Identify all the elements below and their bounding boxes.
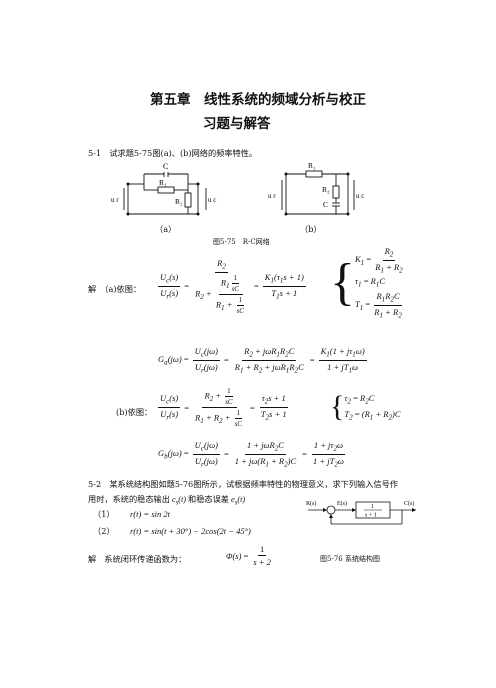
block-error-label: E(s) bbox=[337, 500, 347, 507]
chapter-title: 第五章 线性系统的频域分析与校正 bbox=[150, 92, 366, 108]
figure-5-76-caption: 图5-76 系统结构图 bbox=[320, 555, 380, 563]
parameters-b: { τ2 = R2C T2 = (R1 + R2)C bbox=[330, 390, 401, 423]
chapter-subtitle: 习题与解答 bbox=[203, 116, 271, 132]
circuit-b-ur-label: u r bbox=[268, 192, 276, 200]
figure-a-label: （a） bbox=[155, 224, 177, 234]
circuit-b-uc-label: u c bbox=[356, 192, 364, 200]
item-1-expression: r(t) = sin 2t bbox=[130, 509, 170, 519]
block-input-label: R(s) bbox=[306, 500, 316, 507]
block-diagram-5-76: R(s) E(s) 1 s + 1 C(s) bbox=[306, 500, 416, 525]
circuit-a-ur-label: u r bbox=[111, 196, 119, 204]
circuit-b-diagram: R₁ R₂ C u r u c bbox=[268, 161, 364, 216]
figure-5-75-caption: 图5-75 R-C网络 bbox=[213, 238, 270, 246]
problem-5-2-line2: 用时，系统的稳态输出 cs(t) 和稳态误差 es(t) bbox=[88, 494, 246, 507]
circuit-a-diagram: C R₁ R₂ u r u c bbox=[111, 162, 216, 216]
block-denominator: s + 1 bbox=[365, 513, 377, 519]
block-numerator: 1 bbox=[371, 504, 374, 510]
figure-b-label: （b） bbox=[300, 224, 322, 234]
circuit-a-cap-label: C bbox=[163, 162, 168, 171]
solution-b-prefix: (b)依图： bbox=[116, 407, 153, 417]
solution-5-2-prefix: 解 系统闭环传递函数为： bbox=[88, 554, 187, 564]
item-2-number: （2） bbox=[93, 526, 115, 536]
solution-a-prefix: 解 （a)依图： bbox=[88, 284, 142, 294]
circuit-b-r2-label: R₂ bbox=[322, 185, 330, 194]
circuit-a-r2-label: R₂ bbox=[175, 197, 183, 206]
block-output-label: C(s) bbox=[404, 500, 414, 507]
problem-5-1: 5-1 试求题5-75图(a)、(b)网络的频率特性。 bbox=[88, 148, 258, 158]
item-2-expression: r(t) = sin(t + 30°) − 2cos(2t − 45°) bbox=[130, 526, 251, 536]
circuit-a-r1-label: R₁ bbox=[159, 178, 167, 187]
circuit-b-r1-label: R₁ bbox=[308, 161, 316, 170]
circuit-b-cap-label: C bbox=[323, 200, 328, 209]
circuit-a-uc-label: u c bbox=[208, 196, 216, 204]
problem-5-2-line1: 5-2 某系统结构图如题5-76图所示，试根据频率特性的物理意义，求下列输入信号… bbox=[88, 479, 398, 489]
item-1-number: （1） bbox=[93, 509, 115, 519]
